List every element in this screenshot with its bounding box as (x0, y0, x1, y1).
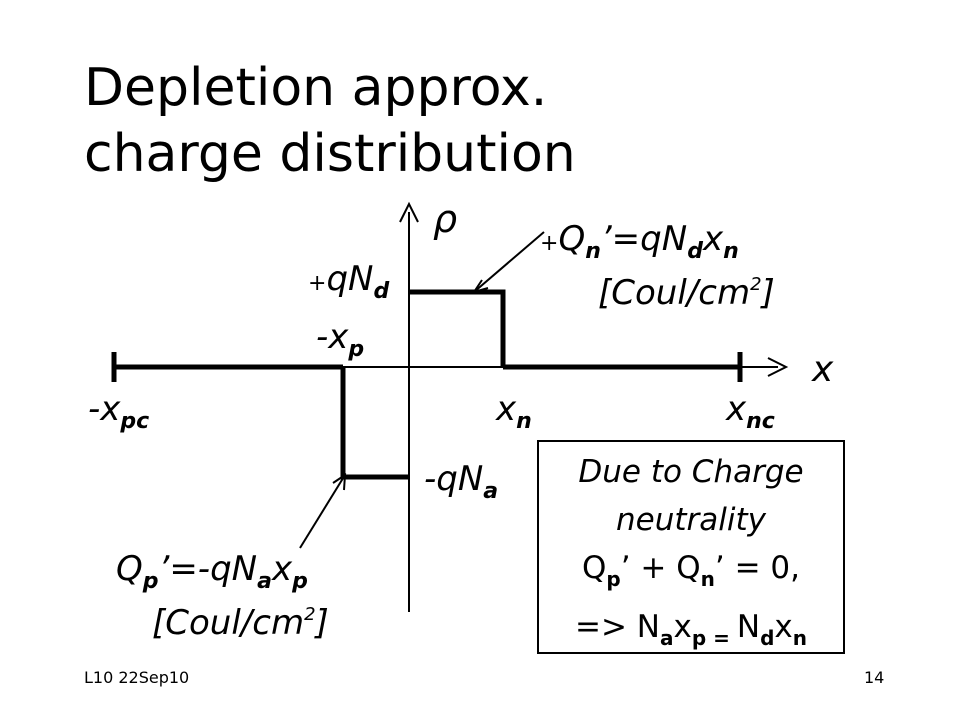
minus-qNa-label: -qNa (424, 462, 498, 503)
equals-minus-qN-text: ’=-qN (158, 549, 258, 589)
rho-axis-label: ρ (433, 200, 457, 238)
qp-pointer-arrowhead (332, 473, 347, 491)
charge-neutrality-note: Due to Charge neutrality Qp’ + Qn’ = 0, … (537, 440, 845, 654)
negative-charge-block (340, 367, 409, 480)
nc-subscript: nc (746, 409, 775, 434)
pc-subscript: pc (120, 409, 150, 434)
implies-N-text: => N (574, 609, 660, 645)
xn-label: xn (496, 392, 532, 433)
n-subscript: n (516, 409, 532, 434)
footer-lecture-date: L10 22Sep10 (84, 668, 190, 687)
d-subscript: d (373, 279, 390, 304)
qn-pointer-line (473, 231, 545, 293)
x-text: x (702, 219, 724, 259)
p-subscript: p (292, 569, 308, 594)
note-line-3: Qp’ + Qn’ = 0, (539, 544, 843, 603)
qp-charge-equation: Qp’=-qNaxp (116, 552, 308, 593)
Q-text: Q (558, 219, 586, 259)
d-subscript: d (760, 626, 775, 650)
p-subscript: p (348, 337, 365, 362)
minus-qN-text: -qN (424, 459, 484, 499)
Q-text: Q (116, 549, 143, 589)
title-line-2: charge distribution (84, 124, 576, 184)
p-subscript: p (142, 569, 159, 594)
note-line-4: => Naxp = Ndxn (539, 603, 843, 662)
units-open: [Coul/cm (598, 273, 751, 313)
minus-xpc-label: -xpc (88, 392, 149, 433)
a-subscript: a (257, 569, 272, 594)
positive-charge-block (409, 289, 506, 367)
n-subscript: n (700, 567, 715, 591)
n-subscript: n (792, 626, 807, 650)
note-line-2: neutrality (616, 502, 766, 538)
units-close: ] (315, 603, 329, 643)
footer-page-number: 14 (864, 668, 885, 687)
slide-title: Depletion approx. charge distribution (84, 55, 576, 187)
minus-xp-label: -xp (316, 320, 364, 361)
note-line-1: Due to Charge (578, 454, 804, 490)
units-superscript: 2 (304, 604, 316, 625)
title-line-1: Depletion approx. (84, 58, 548, 118)
minus-x-text: -x (316, 317, 349, 357)
x-text: x (726, 389, 747, 429)
xnc-label: xnc (726, 392, 775, 433)
qp-units: [Coul/cm2] (152, 603, 329, 643)
qn-pointer-arrowhead (471, 279, 489, 294)
minus-x-text: -x (88, 389, 121, 429)
p-subscript: p (606, 567, 621, 591)
p-subscript: p (691, 626, 707, 650)
N-text: N (736, 609, 761, 645)
units-superscript: 2 (750, 274, 762, 295)
x-axis-label: x (812, 352, 833, 388)
x-text: x (673, 609, 692, 645)
x-axis-arrowhead (767, 357, 789, 377)
plus-sign: + (540, 231, 559, 256)
qp-pointer-line (299, 474, 346, 549)
equals-qN-text: ’=qN (600, 219, 688, 259)
units-open: [Coul/cm (152, 603, 305, 643)
d-subscript: d (687, 239, 703, 264)
plus-Q-text: ’ + Q (620, 550, 701, 586)
units-close: ] (761, 273, 775, 313)
x-symbol: x (812, 349, 834, 390)
x-text: x (496, 389, 517, 429)
n-subscript: n (723, 239, 739, 264)
x-text: x (774, 609, 793, 645)
n-subscript: n (585, 239, 601, 264)
qn-units: [Coul/cm2] (598, 273, 775, 313)
equals-sign: = (706, 626, 737, 650)
qn-charge-equation: +Qn’=qNdxn (540, 222, 739, 263)
plus-sign: + (308, 271, 327, 296)
y-axis-arrowhead (399, 201, 419, 223)
plus-qNd-label: +qNd (308, 262, 389, 303)
qN-text: qN (326, 259, 374, 299)
x-text: x (271, 549, 293, 589)
rho-symbol: ρ (433, 197, 458, 241)
equals-zero-text: ’ = 0, (714, 550, 801, 586)
a-subscript: a (659, 626, 674, 650)
a-subscript: a (483, 479, 499, 504)
Qp-text: Q (581, 550, 607, 586)
